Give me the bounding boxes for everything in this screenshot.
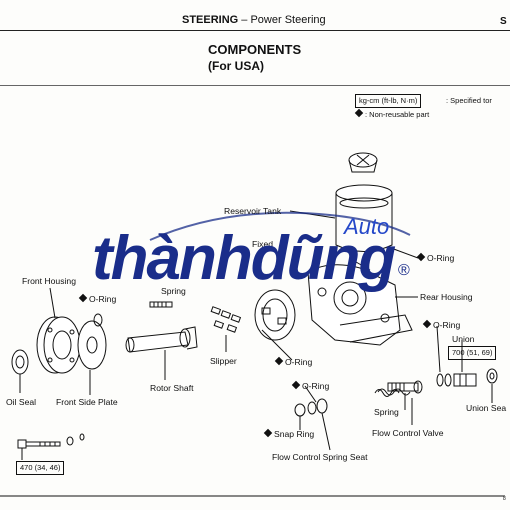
o-ring-lower-text: O-Ring xyxy=(302,381,330,391)
label-o-ring-right: O-Ring xyxy=(422,319,461,330)
oil-seal xyxy=(11,349,29,375)
reservoir-cap xyxy=(348,152,378,173)
label-flow-control-spring-seat: Flow Control Spring Seat xyxy=(272,452,368,462)
nonreusable-diamond-icon xyxy=(422,319,432,329)
label-rotor-shaft: Rotor Shaft xyxy=(150,383,194,393)
union-seal xyxy=(486,368,498,384)
units-description: : Specified tor xyxy=(446,96,492,105)
label-snap-ring: Snap Ring xyxy=(263,428,315,439)
label-spring-top: Spring xyxy=(161,286,186,296)
o-ring-mid-text: O-Ring xyxy=(285,357,313,367)
o-ring-front-text: O-Ring xyxy=(89,294,117,304)
nonreusable-diamond-icon xyxy=(274,356,284,366)
page-subtitle: (For USA) xyxy=(208,59,264,73)
watermark-swoosh xyxy=(149,211,411,241)
rotor-shaft xyxy=(125,326,198,353)
label-fixed: Fixed xyxy=(252,239,274,249)
reservoir-tank xyxy=(335,184,393,252)
o-ring-small xyxy=(307,401,317,415)
label-o-ring-mid: O-Ring xyxy=(274,356,313,367)
units-box: kg-cm (ft-lb, N·m) xyxy=(355,94,422,108)
rear-housing xyxy=(307,264,413,346)
label-o-ring-lower: O-Ring xyxy=(291,380,330,391)
watermark-logo: thànhdũng xyxy=(92,224,396,293)
header-subsection: – Power Steering xyxy=(238,14,326,26)
watermark-auto: Auto xyxy=(344,214,390,239)
o-ring-front xyxy=(93,313,103,327)
label-union-seal: Union Sea xyxy=(466,403,507,413)
watermark-registered: ® xyxy=(398,262,410,279)
nonreusable-diamond-icon xyxy=(416,252,426,262)
page-header: STEERING – Power Steering xyxy=(182,14,326,26)
footer-mark: 8 xyxy=(503,496,506,502)
slippers xyxy=(210,306,242,333)
header-rule xyxy=(0,30,510,31)
label-slipper: Slipper xyxy=(210,356,237,366)
torque-bolt: 470 (34, 46) xyxy=(16,461,65,475)
bolt xyxy=(17,433,85,449)
label-flow-control-valve: Flow Control Valve xyxy=(372,428,444,438)
front-side-plate xyxy=(77,320,107,370)
label-o-ring-front: O-Ring xyxy=(78,293,117,304)
label-oil-seal: Oil Seal xyxy=(6,397,37,407)
label-spring-bottom: Spring xyxy=(374,407,399,417)
label-union: Union xyxy=(452,334,475,344)
union xyxy=(436,373,477,387)
label-front-side-plate: Front Side Plate xyxy=(56,397,118,407)
snap-ring xyxy=(294,403,306,417)
nonreusable-diamond-icon xyxy=(78,293,88,303)
spring-bottom xyxy=(374,389,400,397)
page-letter: S xyxy=(500,16,507,27)
torque-union: 700 (51, 69) xyxy=(448,346,497,360)
front-housing xyxy=(36,316,81,374)
nonreusable-diamond-icon xyxy=(291,380,301,390)
nonreusable-legend: : Non-reusable part xyxy=(354,108,430,119)
spring-seat xyxy=(316,398,328,414)
o-ring-top-text: O-Ring xyxy=(427,253,455,263)
label-rear-housing: Rear Housing xyxy=(420,292,473,302)
page-title: COMPONENTS xyxy=(208,42,302,57)
nonreusable-diamond-icon xyxy=(263,428,273,438)
title-rule xyxy=(0,85,510,86)
spring-top xyxy=(149,301,173,308)
cam-ring xyxy=(254,289,296,341)
header-section: STEERING xyxy=(182,14,239,26)
o-ring-right-text: O-Ring xyxy=(433,320,461,330)
flow-control-valve xyxy=(377,380,423,396)
snap-ring-text: Snap Ring xyxy=(274,429,315,439)
nonreusable-description: : Non-reusable part xyxy=(365,110,430,119)
label-o-ring-top: O-Ring xyxy=(416,252,455,263)
label-front-housing: Front Housing xyxy=(22,276,76,286)
label-reservoir-tank: Reservoir Tank xyxy=(224,206,282,216)
